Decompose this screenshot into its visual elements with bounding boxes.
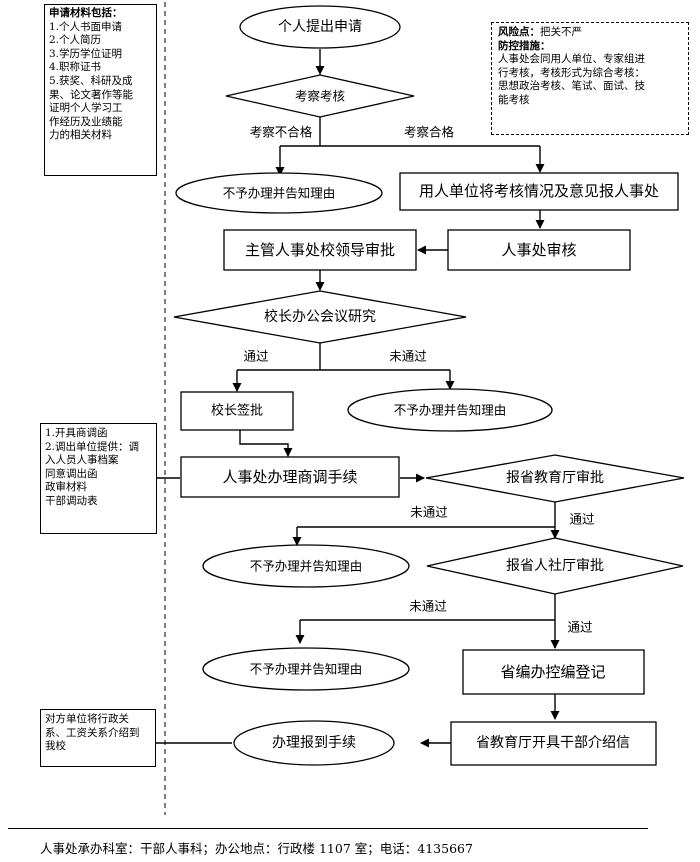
report-note: 对方单位将行政关 系、工资关系介绍到 我校 — [40, 709, 156, 767]
report-in-node — [233, 720, 395, 766]
hr-review-box — [447, 229, 631, 271]
refuse-label-3: 不予办理并告知理由 — [250, 559, 363, 574]
control-line: 人事处会同用人单位、专家组进 — [498, 53, 645, 66]
materials-line: 1.个人书面申请 — [49, 20, 123, 33]
risk-label: 风险点： — [498, 26, 540, 38]
transfer-line: 干部调动表 — [45, 494, 98, 507]
control-label: 防控措施： — [498, 39, 551, 52]
materials-line: 证明个人学习工 — [49, 102, 123, 115]
leader-approve-box — [223, 229, 417, 271]
footer-divider — [8, 828, 648, 829]
hrss-label: 报省人社厅审批 — [506, 558, 604, 574]
materials-line: 2.个人简历 — [49, 34, 102, 47]
materials-line: 3.学历学位证明 — [49, 47, 123, 60]
control-line: 行考核，考核形式为综合考核： — [498, 66, 645, 79]
refuse-label-1: 不予办理并告知理由 — [223, 186, 336, 201]
president-meeting-decision — [173, 290, 467, 344]
transfer-line: 政审材料 — [45, 481, 87, 494]
materials-line: 4.职称证书 — [49, 61, 102, 74]
transfer-line: 同意调出函 — [45, 467, 98, 480]
meeting-refuse-node — [347, 388, 553, 432]
control-line: 能考核 — [498, 93, 530, 106]
hrss-not-pass-edge-label: 未通过 — [409, 599, 447, 614]
hrss-refuse-node — [202, 647, 410, 691]
start-node — [239, 5, 401, 49]
report-line: 我校 — [45, 740, 66, 753]
edu-dept-decision — [425, 454, 685, 503]
risk-text: 把关不严 — [540, 26, 582, 38]
unit-report-label: 用人单位将考核情况及意见报人事处 — [419, 182, 659, 200]
inspect-fail-edge-label: 考察不合格 — [250, 125, 313, 140]
materials-line: 作经历及业绩能 — [49, 115, 123, 128]
refuse-label-4: 不予办理并告知理由 — [250, 662, 363, 677]
hrss-decision — [426, 537, 684, 595]
edu-letter-box — [450, 721, 657, 766]
edu-dept-label: 报省教育厅审批 — [506, 470, 604, 486]
edu-pass-edge-label: 通过 — [569, 512, 595, 527]
inspect-label: 考察考核 — [295, 89, 346, 104]
transfer-procedure-box — [180, 456, 400, 498]
meeting-not-pass-edge-label: 未通过 — [389, 349, 427, 364]
start-label: 个人提出申请 — [278, 19, 362, 35]
edu-refuse-node — [202, 544, 410, 588]
materials-line: 5.获奖、科研及成 — [49, 74, 133, 87]
materials-title: 申请材料包括： — [49, 7, 123, 19]
transfer-note: 1.开具商调函 2.调出单位提供：调 入人员人事档案 同意调出函 政审材料 干部… — [40, 423, 157, 534]
edu-letter-label: 省教育厅开具干部介绍信 — [476, 735, 630, 751]
transfer-line: 2.调出单位提供：调 — [45, 440, 140, 453]
inspect-pass-edge-label: 考察合格 — [404, 125, 455, 140]
risk-line: 风险点：把关不严 — [498, 26, 682, 40]
control-line: 思想政治考核、笔试、面试、技 — [498, 80, 645, 93]
inspect-decision — [225, 74, 415, 118]
report-line: 对方单位将行政关 — [45, 713, 129, 725]
president-meeting-label: 校长办公会议研究 — [264, 308, 376, 325]
president-sign-label: 校长签批 — [211, 403, 263, 419]
inspect-fail-refuse-node — [175, 172, 383, 214]
materials-line: 力的相关材料 — [49, 129, 112, 142]
transfer-procedure-label: 人事处办理商调手续 — [222, 468, 357, 486]
meeting-pass-edge-label: 通过 — [243, 349, 269, 364]
risk-note: 风险点：把关不严 防控措施： 人事处会同用人单位、专家组进 行考核，考核形式为综… — [491, 22, 689, 135]
refuse-label-2: 不予办理并告知理由 — [394, 403, 507, 418]
president-sign-box — [180, 391, 294, 431]
hr-review-label: 人事处审核 — [501, 241, 576, 259]
materials-line: 果、论文著作等能 — [49, 88, 133, 101]
hrss-pass-edge-label: 通过 — [567, 620, 593, 635]
unit-report-box — [399, 172, 679, 211]
leader-approve-label: 主管人事处校领导审批 — [245, 241, 395, 259]
footer-contact: 人事处承办科室：干部人事科；办公地点：行政楼 1107 室；电话：4135667 — [40, 841, 473, 856]
materials-note: 申请材料包括： 1.个人书面申请 2.个人简历 3.学历学位证明 4.职称证书 … — [44, 4, 157, 176]
edu-not-pass-edge-label: 未通过 — [410, 505, 448, 520]
report-in-label: 办理报到手续 — [272, 734, 356, 751]
staffing-register-label: 省编办控编登记 — [500, 663, 605, 681]
report-line: 系、工资关系介绍到 — [45, 726, 140, 739]
transfer-line: 1.开具商调函 — [45, 427, 108, 439]
staffing-register-box — [462, 649, 645, 695]
transfer-line: 入人员人事档案 — [45, 454, 119, 467]
